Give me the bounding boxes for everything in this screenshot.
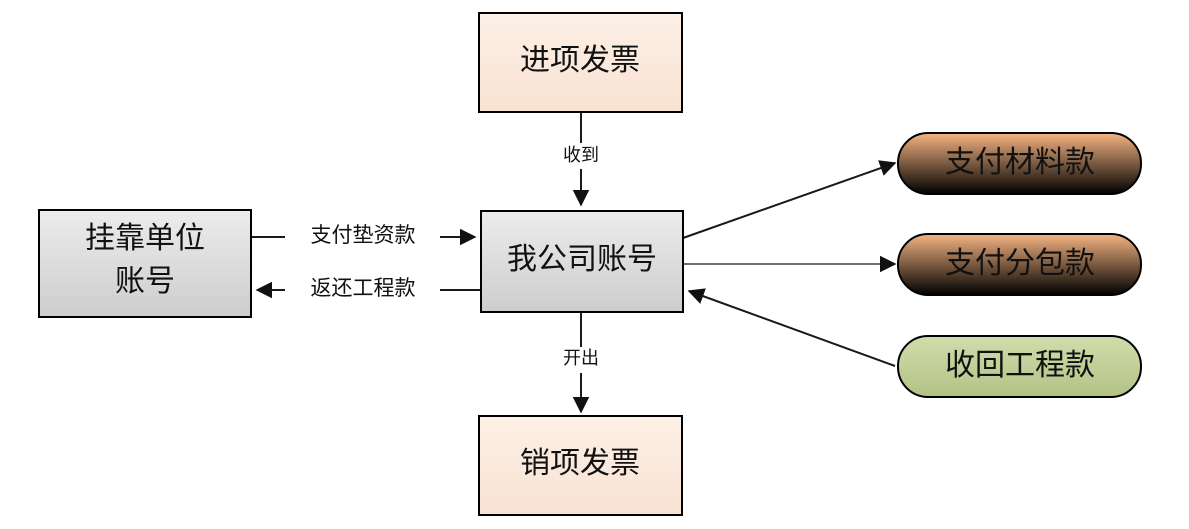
affiliated-unit-account-box[interactable] (38, 209, 252, 318)
edge-account-to-material (682, 160, 897, 239)
edge-label-issue: 开出 (563, 348, 599, 368)
edge-input-invoice-to-account: 收到 (549, 112, 613, 207)
node-output-invoice[interactable]: 销项发票 (478, 415, 683, 516)
node-affiliated-unit-account[interactable]: 挂靠单位 账号 (38, 209, 252, 318)
edge-label-bg-received (549, 143, 613, 169)
pay-subcontract-fee-label: 支付分包款 (945, 247, 1095, 280)
edge-line-from-recover (687, 288, 896, 367)
output-invoice-label: 销项发票 (520, 447, 640, 480)
edge-label-bg-issue (552, 347, 610, 373)
edge-recover-to-account (687, 288, 896, 367)
input-invoice-label: 进项发票 (520, 44, 640, 77)
pay-material-fee-label: 支付材料款 (945, 146, 1095, 179)
node-input-invoice[interactable]: 进项发票 (478, 12, 683, 113)
my-company-account-box[interactable] (480, 210, 684, 313)
pay-material-fee-box[interactable] (897, 132, 1142, 195)
edge-label-return-project: 返还工程款 (311, 276, 416, 300)
input-invoice-box[interactable] (478, 12, 683, 113)
output-invoice-box[interactable] (478, 415, 683, 516)
edge-company-to-affiliated: 返还工程款 (255, 275, 481, 305)
recover-project-fee-box[interactable] (897, 335, 1142, 398)
pay-subcontract-fee-box[interactable] (897, 233, 1142, 296)
affiliated-unit-account-label-line1: 挂靠单位 (85, 222, 205, 255)
edge-label-pay-advance: 支付垫资款 (311, 223, 416, 247)
edge-label-received: 收到 (563, 145, 599, 165)
node-recover-project-fee[interactable]: 收回工程款 (897, 335, 1142, 398)
edge-label-bg-pay-advance (285, 222, 440, 252)
affiliated-unit-account-label-line2: 账号 (115, 265, 175, 298)
edge-label-bg-return-project (285, 275, 440, 305)
node-my-company-account[interactable]: 我公司账号 (480, 210, 684, 313)
edge-line-to-material (682, 160, 897, 239)
node-pay-subcontract-fee[interactable]: 支付分包款 (897, 233, 1142, 296)
edge-account-to-output-invoice: 开出 (552, 313, 610, 414)
my-company-account-label: 我公司账号 (507, 243, 657, 276)
recover-project-fee-label: 收回工程款 (945, 349, 1095, 382)
edge-affiliated-to-company: 支付垫资款 (251, 222, 477, 252)
node-pay-material-fee[interactable]: 支付材料款 (897, 132, 1142, 195)
